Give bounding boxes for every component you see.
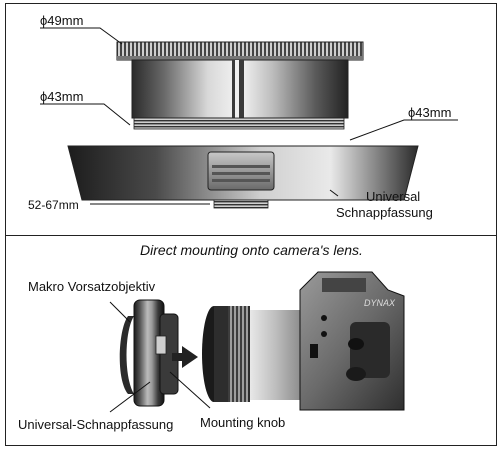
direction-arrow	[172, 346, 198, 368]
macro-lens-label: Makro Vorsatzobjektiv	[28, 279, 156, 294]
universal-label-line1: Universal	[366, 189, 421, 204]
knurled-ring-49mm	[116, 41, 364, 61]
camera-model-badge: DYNAX	[364, 298, 396, 308]
snap-mount-label-line2: Schnappfassung	[336, 205, 433, 220]
mounting-knob-label: Mounting knob	[200, 415, 286, 430]
camera-lens	[202, 306, 312, 402]
macro-lens	[119, 299, 179, 407]
diameter-43mm-left-label: ϕ43mm	[40, 89, 84, 104]
adapter-body	[131, 59, 349, 119]
universal-snap-label: Universal-Schnappfassung	[18, 417, 174, 432]
diameter-43mm-right-label: ϕ43mm	[408, 105, 452, 120]
range-52-67mm-label: 52-67mm	[28, 198, 79, 212]
universal-snap-mount	[67, 145, 419, 209]
panel-divider	[6, 235, 496, 236]
bottom-caption: Direct mounting onto camera's lens.	[140, 242, 363, 258]
thread-43mm	[133, 117, 345, 130]
leader-lines	[40, 27, 458, 205]
diameter-49mm-label: ϕ49mm	[40, 13, 84, 28]
camera-body	[299, 271, 405, 411]
bottom-leader-lines	[109, 301, 211, 413]
